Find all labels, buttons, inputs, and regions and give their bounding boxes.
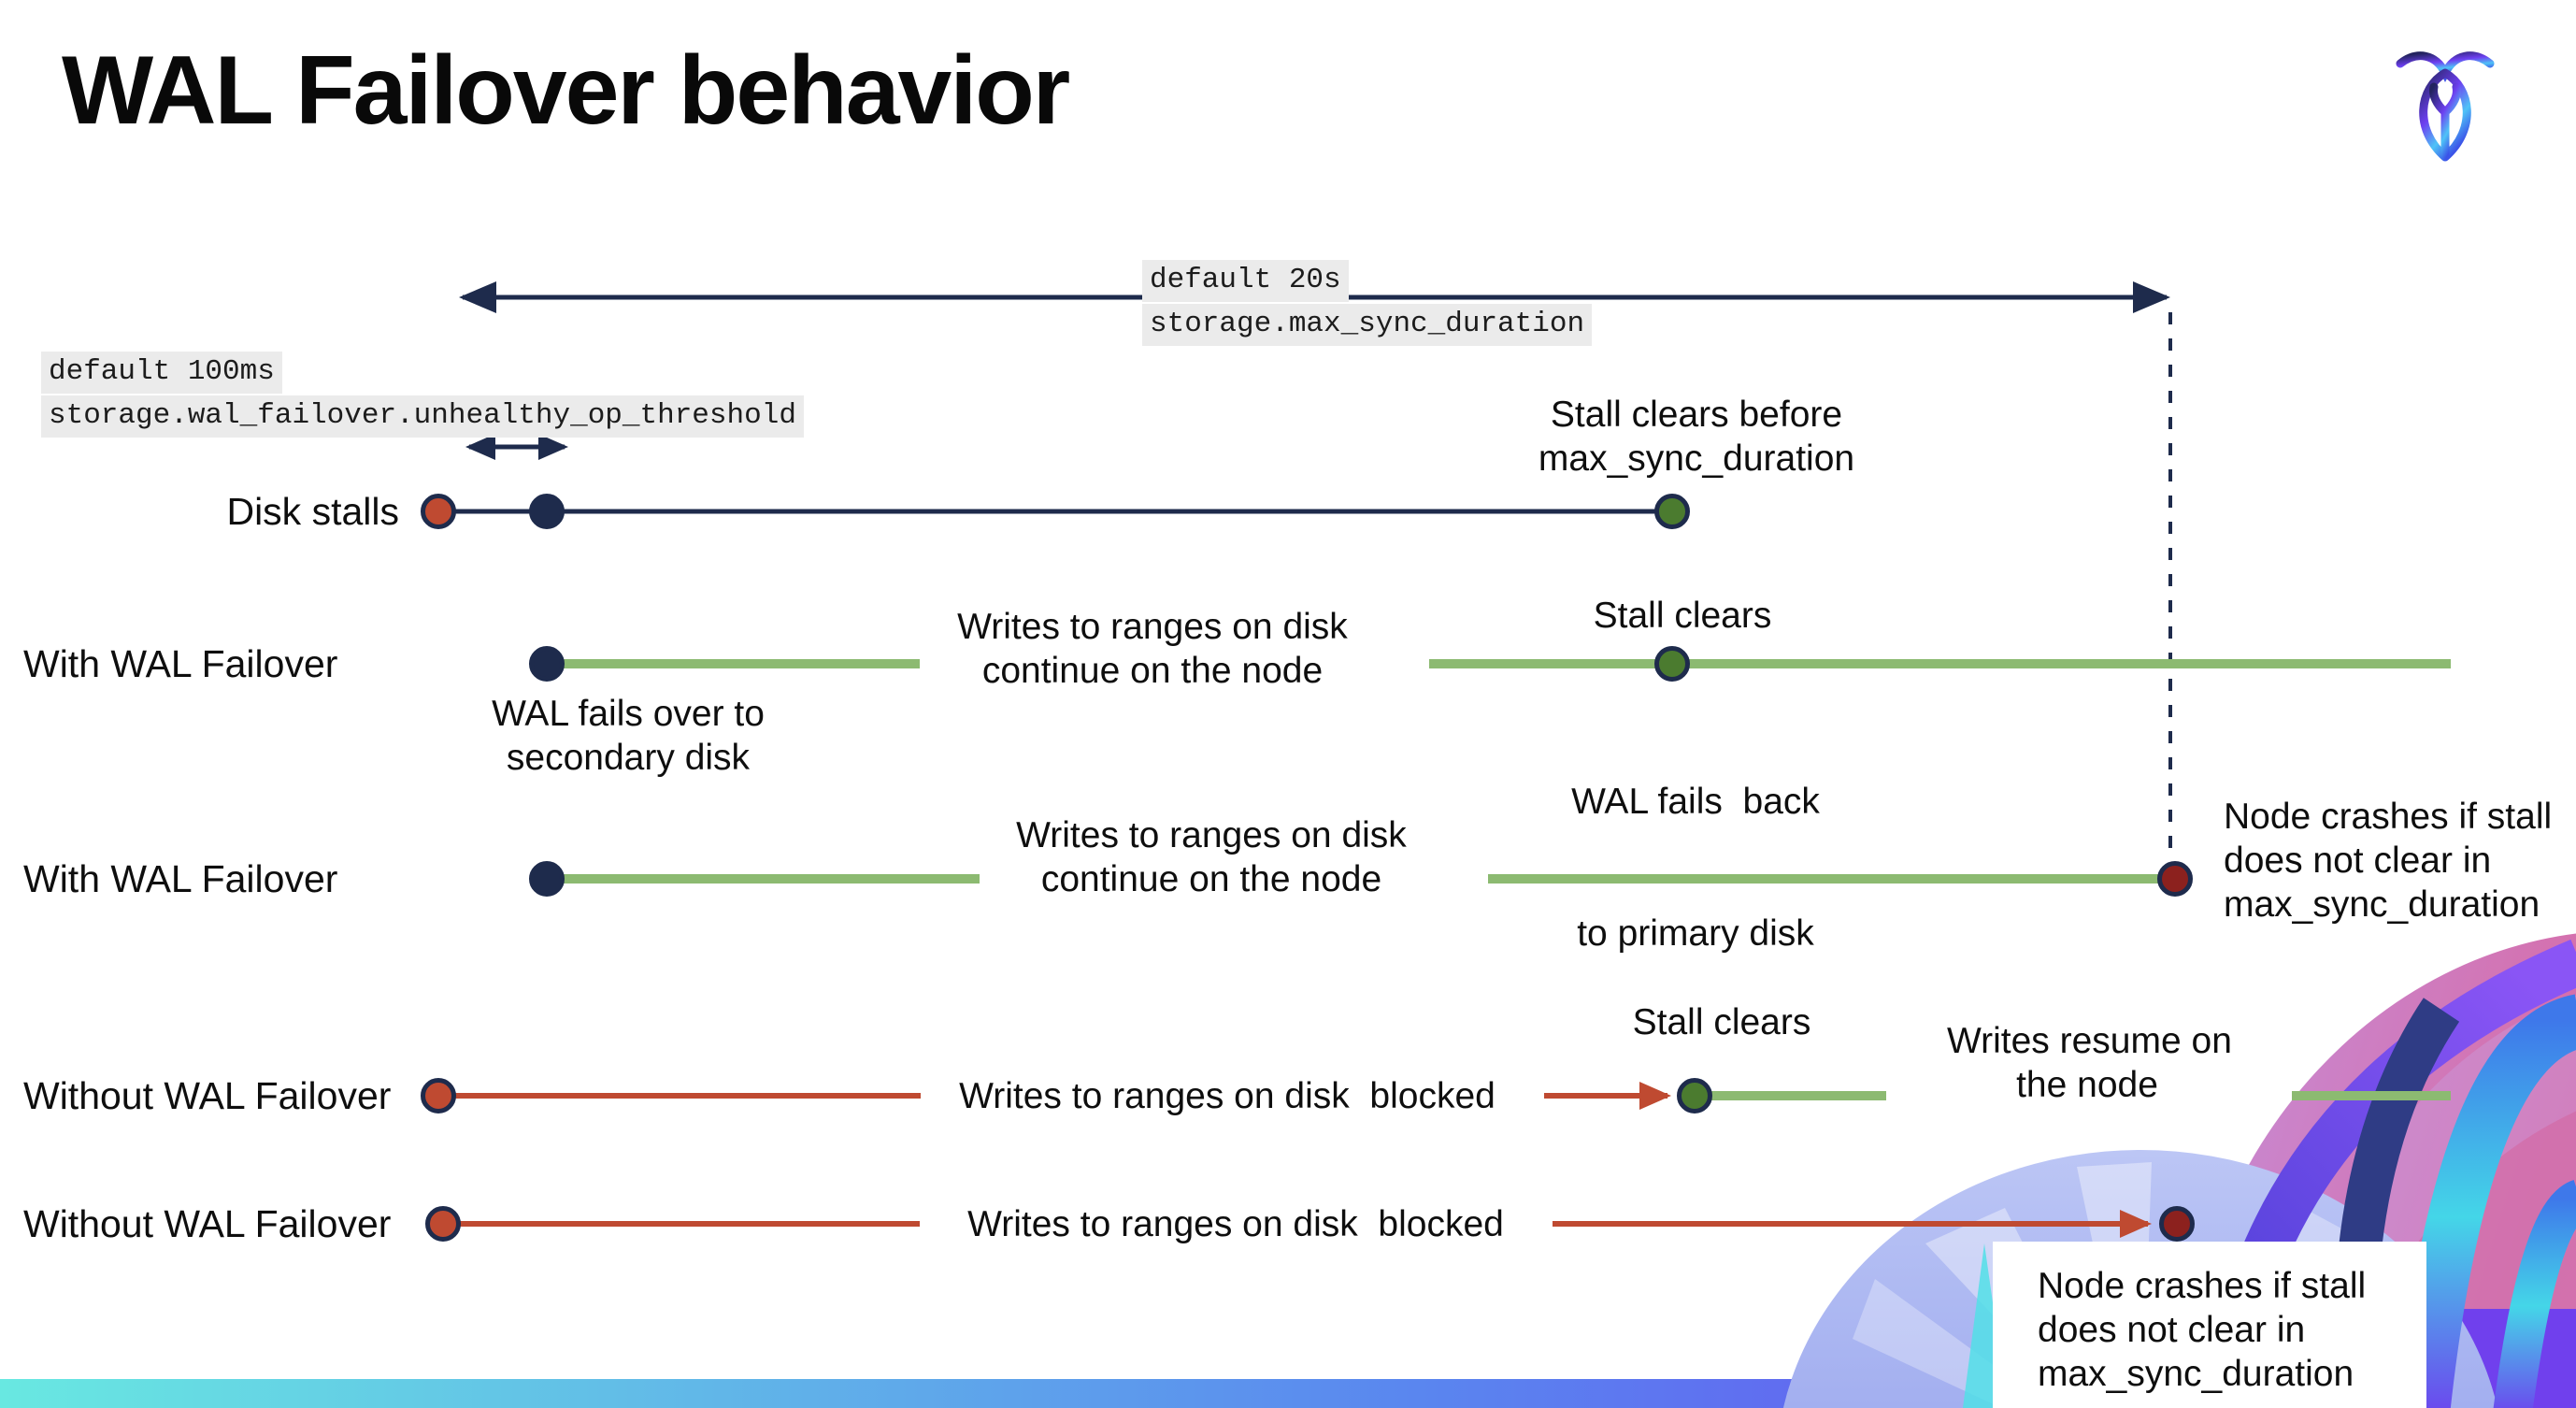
callout-line: WAL fails over to — [492, 694, 765, 734]
row5-stall-start-dot — [425, 1206, 461, 1242]
callout-line: max_sync_duration — [2038, 1354, 2354, 1394]
callout-line: secondary disk — [506, 738, 751, 778]
callout-stall-clears-before: Stall clears before max_sync_duration — [1486, 393, 1907, 481]
callout-writes-blocked-1: Writes to ranges on disk blocked — [959, 1076, 1496, 1116]
artwork-cyan-arch-inner — [2493, 1180, 2576, 1408]
row1-stall-clears-dot — [1654, 494, 1690, 529]
callout-line: max_sync_duration — [2224, 884, 2540, 925]
callout-line: Writes to ranges on disk — [1016, 815, 1407, 855]
callout-stall-clears-2: Stall clears — [1632, 1002, 1811, 1042]
callout-line: Node crashes if stall — [2224, 797, 2553, 837]
row3-crash-dot — [2157, 861, 2193, 897]
callout-wal-fails-over: WAL fails over to secondary disk — [418, 692, 838, 780]
row1-threshold-dot — [529, 494, 565, 529]
callout-line: WAL fails back — [1571, 782, 1820, 822]
row1-stall-start-dot — [421, 494, 456, 529]
row4-stall-clears-dot — [1677, 1078, 1712, 1113]
cockroachdb-logo — [2396, 51, 2495, 162]
callout-node-crashes-2: Node crashes if stall does not clear in … — [2038, 1264, 2411, 1396]
callout-line: continue on the node — [981, 651, 1324, 691]
row3-failover-dot — [529, 861, 565, 897]
callout-writes-resume: Writes resume on the node — [1947, 1019, 2232, 1107]
row4-stall-start-dot — [421, 1078, 456, 1113]
callout-writes-continue-2: Writes to ranges on disk continue on the… — [1001, 813, 1422, 901]
callout-writes-blocked-2: Writes to ranges on disk blocked — [967, 1204, 1504, 1244]
row2-failover-dot — [529, 646, 565, 682]
callout-line: Stall clears before — [1550, 395, 1843, 435]
callout-line: Node crashes if stall — [2038, 1266, 2367, 1306]
setting-default-value: default 100ms — [41, 352, 282, 394]
setting-name: storage.wal_failover.unhealthy_op_thresh… — [41, 395, 804, 438]
row2-stall-clears-dot — [1654, 646, 1690, 682]
callout-line: to primary disk — [1577, 913, 1814, 954]
callout-line: continue on the node — [1040, 859, 1382, 899]
callout-node-crashes-1: Node crashes if stall does not clear in … — [2224, 795, 2576, 927]
logo-stem — [2429, 82, 2461, 160]
row-label-disk-stalls: Disk stalls — [226, 490, 399, 533]
row-label-with-wal-failover-1: With WAL Failover — [23, 642, 338, 685]
row-label-with-wal-failover-2: With WAL Failover — [23, 857, 338, 900]
callout-writes-continue-1: Writes to ranges on disk continue on the… — [942, 605, 1363, 693]
row-label-without-wal-failover-2: Without WAL Failover — [23, 1202, 392, 1245]
callout-line: the node — [2016, 1065, 2158, 1105]
unhealthy-op-threshold-setting-label: default 100ms storage.wal_failover.unhea… — [41, 352, 804, 439]
callout-line: Writes to ranges on disk — [957, 607, 1348, 647]
node-crash-card — [1993, 1242, 2426, 1408]
setting-default-value: default 20s — [1142, 260, 1349, 302]
callout-line: does not clear in — [2224, 840, 2492, 881]
artwork-cyan-arch-outer — [2396, 994, 2576, 1408]
row-label-without-wal-failover-1: Without WAL Failover — [23, 1074, 392, 1117]
callout-wal-fails-back: WAL fails back to primary disk — [1485, 692, 1906, 1043]
page-title: WAL Failover behavior — [62, 36, 1070, 145]
callout-line: Writes resume on — [1947, 1021, 2232, 1061]
row5-crash-dot — [2159, 1206, 2195, 1242]
callout-line: does not clear in — [2038, 1310, 2306, 1350]
callout-stall-clears-1: Stall clears — [1593, 596, 1772, 636]
callout-line: max_sync_duration — [1538, 438, 1855, 479]
max-sync-duration-setting-label: default 20s storage.max_sync_duration — [1142, 260, 1593, 348]
setting-name: storage.max_sync_duration — [1142, 304, 1593, 346]
